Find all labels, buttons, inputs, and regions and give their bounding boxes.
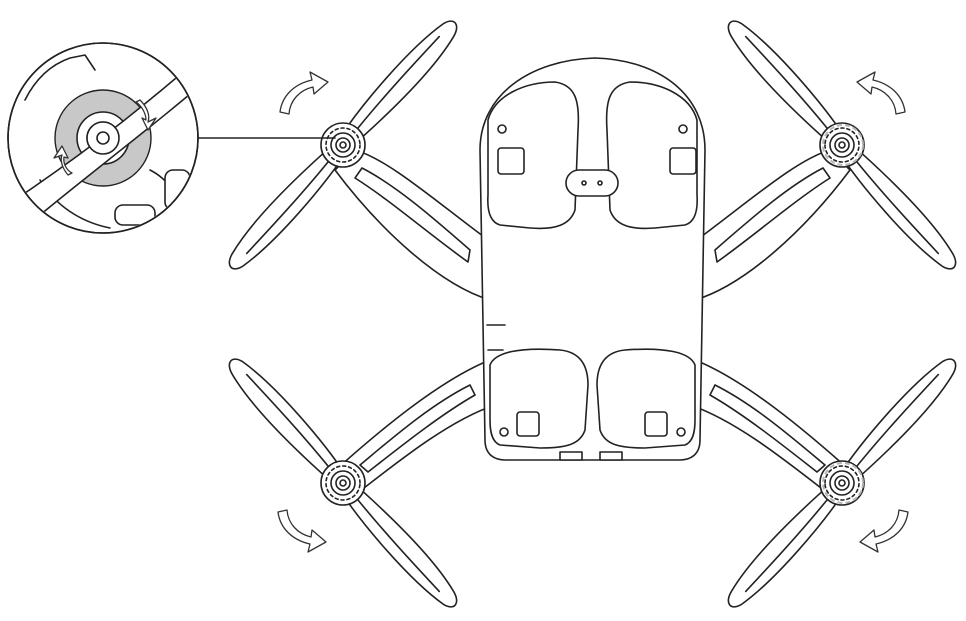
arm-front-left bbox=[334, 149, 496, 301]
magnifier-callout-icon bbox=[7, 42, 336, 234]
curved-arrow-icon bbox=[856, 71, 906, 115]
curved-arrow-icon bbox=[859, 509, 909, 553]
drone-body bbox=[479, 57, 706, 461]
arm-front-right bbox=[689, 149, 851, 301]
curved-arrow-icon bbox=[279, 71, 329, 115]
curved-arrow-icon bbox=[277, 509, 327, 553]
